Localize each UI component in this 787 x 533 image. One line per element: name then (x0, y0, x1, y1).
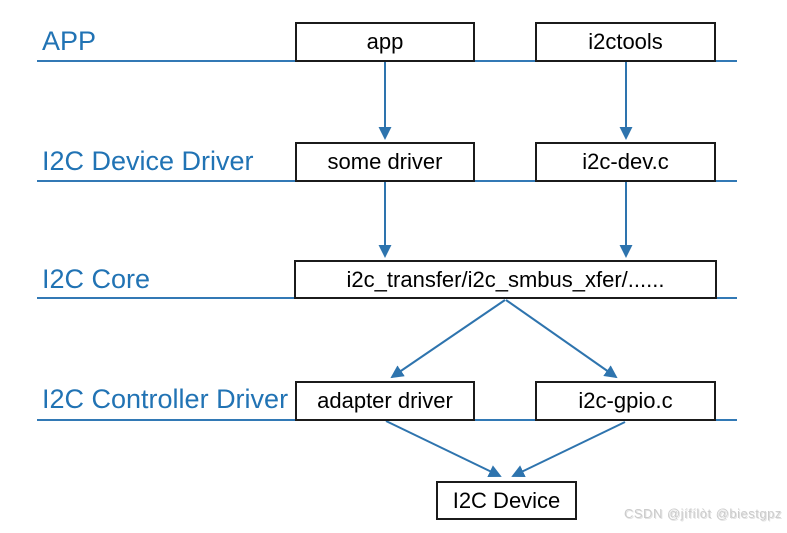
node-some-driver-label: some driver (327, 149, 443, 174)
node-i2ctools: i2ctools (535, 22, 716, 62)
node-i2c-gpio: i2c-gpio.c (535, 381, 716, 421)
layer-label-app: APP (42, 26, 97, 56)
arrow-core-to-i2c-gpio (505, 299, 618, 379)
node-adapter-driver-label: adapter driver (317, 388, 453, 413)
node-i2c-core: i2c_transfer/i2c_smbus_xfer/...... (294, 260, 717, 299)
layer-label-device-driver: I2C Device Driver (42, 146, 254, 176)
node-i2c-dev: i2c-dev.c (535, 142, 716, 182)
node-adapter-driver: adapter driver (295, 381, 475, 421)
arrow-i2c-gpio-to-device (511, 421, 626, 478)
arrow-adapter-driver-to-device (385, 420, 502, 478)
node-i2c-core-label: i2c_transfer/i2c_smbus_xfer/...... (346, 266, 665, 292)
layer-label-controller-driver: I2C Controller Driver (42, 384, 289, 414)
node-i2c-device: I2C Device (436, 481, 577, 520)
node-i2c-gpio-label: i2c-gpio.c (578, 388, 673, 413)
node-i2c-device-label: I2C Device (452, 487, 561, 513)
node-i2c-dev-label: i2c-dev.c (582, 149, 669, 174)
node-app-label: app (366, 29, 404, 54)
csdn-watermark: CSDN @jífílòt @biestgpz (624, 506, 782, 521)
arrow-core-to-adapter-driver (390, 299, 506, 379)
node-i2ctools-label: i2ctools (588, 29, 663, 54)
node-app: app (295, 22, 475, 62)
node-some-driver: some driver (295, 142, 475, 182)
layer-label-core: I2C Core (42, 264, 151, 294)
